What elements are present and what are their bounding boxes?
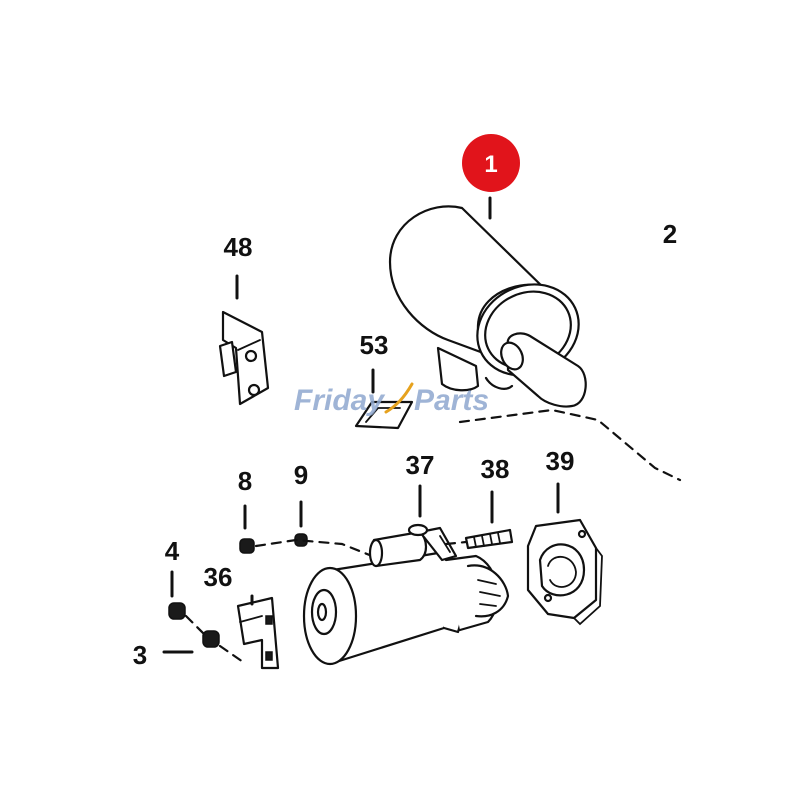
starter-motor-assembly bbox=[302, 526, 510, 666]
part-48-bracket bbox=[218, 310, 270, 406]
callout-53-label[interactable]: 53 bbox=[360, 330, 389, 360]
callout-1-badge bbox=[462, 134, 520, 192]
watermark-text-friday: Friday bbox=[294, 384, 385, 417]
callout-37-label[interactable]: 37 bbox=[406, 450, 435, 480]
part-36-bracket bbox=[236, 596, 280, 670]
nut-connection-line bbox=[254, 538, 374, 558]
watermark-logo: Friday Parts bbox=[294, 382, 489, 417]
callout-8-label[interactable]: 8 bbox=[238, 466, 252, 496]
part-4-nut bbox=[168, 602, 186, 620]
lower-nut-connection-line bbox=[184, 614, 248, 666]
watermark-swoosh-icon bbox=[384, 382, 414, 414]
callout-3-label[interactable]: 3 bbox=[133, 640, 147, 670]
callout-39-label[interactable]: 39 bbox=[546, 446, 575, 476]
callout-48-label[interactable]: 48 bbox=[224, 232, 253, 262]
part-8-nut bbox=[239, 538, 255, 554]
part-3-nut bbox=[202, 630, 220, 648]
part-1-cylinder bbox=[388, 205, 587, 408]
callout-38-label[interactable]: 38 bbox=[481, 454, 510, 484]
part-1-connection-line bbox=[458, 408, 682, 482]
part-37-terminal bbox=[407, 523, 429, 537]
watermark-text-parts: Parts bbox=[414, 384, 489, 417]
stud-connection-line bbox=[444, 540, 468, 546]
callout-4-label[interactable]: 4 bbox=[165, 536, 180, 566]
callout-1-highlight[interactable]: 1 bbox=[462, 134, 520, 192]
callout-2-label[interactable]: 2 bbox=[663, 219, 677, 249]
part-39-flange bbox=[526, 518, 603, 626]
leader-lines bbox=[162, 196, 560, 654]
part-38-stud bbox=[464, 528, 514, 550]
callout-9-label[interactable]: 9 bbox=[294, 460, 308, 490]
callout-1-label: 1 bbox=[484, 151, 497, 178]
callout-36-label[interactable]: 36 bbox=[204, 562, 233, 592]
